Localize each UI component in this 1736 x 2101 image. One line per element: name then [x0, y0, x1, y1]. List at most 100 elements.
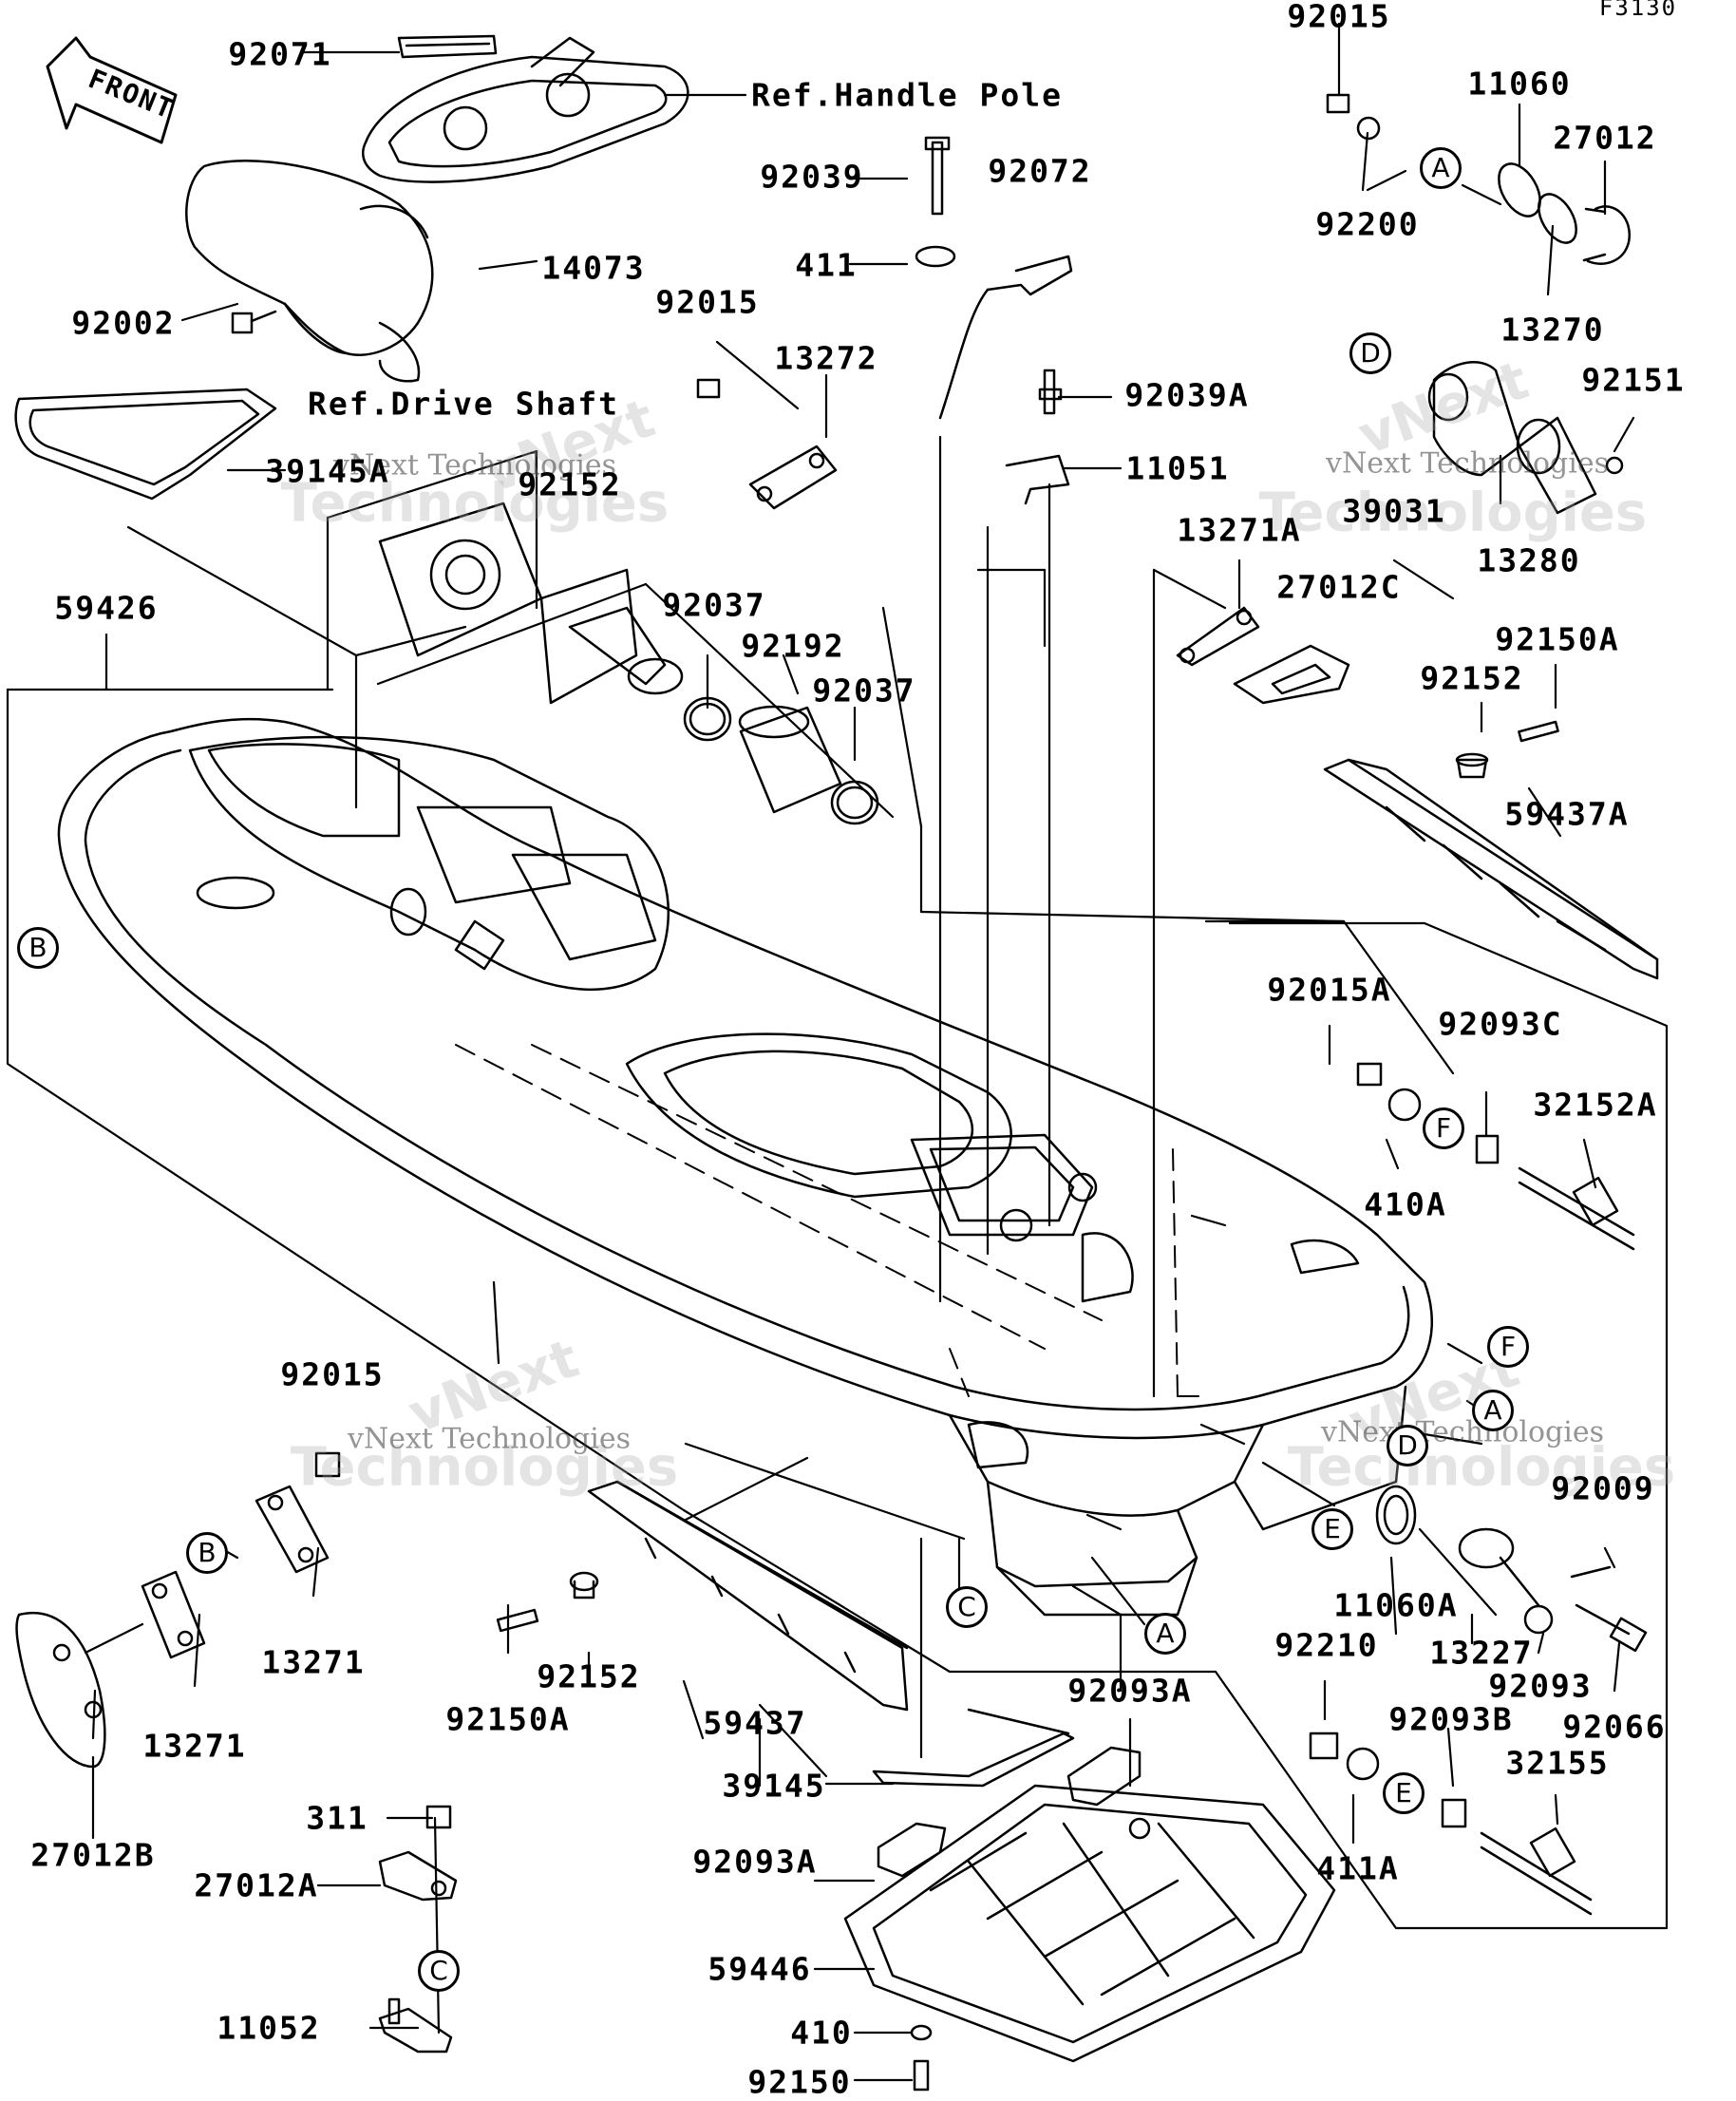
- part-92192-hose: [738, 705, 842, 814]
- label-11051: 11051: [1125, 449, 1230, 487]
- callout-e-lower: E: [1383, 1772, 1425, 1814]
- part-311-nut: [425, 1805, 452, 1829]
- part-92009-screw: [1570, 1565, 1612, 1579]
- front-label: FRONT: [84, 63, 179, 126]
- callout-b-lower: B: [186, 1532, 228, 1574]
- label-13271-a: 13271: [261, 1643, 366, 1681]
- callout-a-mid: A: [1472, 1390, 1514, 1431]
- label-92192: 92192: [741, 627, 845, 665]
- label-411A: 411A: [1316, 1849, 1400, 1887]
- part-11051-bracket: [1005, 454, 1070, 505]
- callout-e-mid: E: [1311, 1508, 1353, 1550]
- part-92093b-seal: [1441, 1798, 1467, 1828]
- hull-dashed-lines: [455, 1044, 1207, 1397]
- callout-a-top: A: [1420, 147, 1462, 189]
- part-92015-nut-left: [314, 1451, 341, 1478]
- part-13272-plate: [748, 445, 838, 510]
- part-39145-gasket: [872, 1708, 1075, 1788]
- label-92151: 92151: [1581, 361, 1686, 399]
- part-handle-pole-cover: [362, 36, 689, 183]
- part-92150a-bolt-right: [1518, 720, 1559, 743]
- part-27012c-hook: [1233, 644, 1350, 705]
- label-92150A-a: 92150A: [1495, 620, 1620, 658]
- part-92210-nut: [1309, 1732, 1339, 1760]
- part-13227-fitting: [1458, 1527, 1540, 1607]
- part-92072-strap: [938, 255, 1073, 420]
- part-92071-strip: [397, 34, 498, 59]
- part-13271-plate-upper: [255, 1485, 330, 1574]
- part-13271a-plate: [1176, 606, 1260, 667]
- watermark-line-2: vNext Technologies: [1325, 446, 1610, 481]
- callout-f-upper: F: [1423, 1107, 1464, 1149]
- callout-b-left: B: [17, 927, 59, 969]
- label-311: 311: [306, 1799, 368, 1837]
- part-92037-clamp-2: [830, 780, 879, 825]
- label-13227: 13227: [1429, 1634, 1534, 1672]
- label-92039: 92039: [760, 158, 864, 196]
- label-92002: 92002: [71, 304, 176, 342]
- part-92152-collar-right: [1455, 752, 1489, 779]
- part-92093c-seal: [1475, 1134, 1500, 1164]
- part-13270-plate: [1538, 193, 1577, 244]
- callout-a-bottom: A: [1144, 1613, 1186, 1655]
- label-92210: 92210: [1274, 1626, 1379, 1664]
- figure-code: F3130: [1598, 0, 1678, 21]
- label-27012: 27012: [1553, 119, 1657, 157]
- part-27012a-plate: [378, 1850, 458, 1902]
- watermark-big-8: Technologies: [1287, 1436, 1676, 1499]
- hull-deck: [188, 735, 1360, 1469]
- part-92150-bolt-bottom: [913, 2059, 930, 2092]
- label-92150A-b: 92150A: [445, 1700, 571, 1738]
- front-arrow-shape: [46, 36, 178, 144]
- label-32155: 32155: [1505, 1744, 1610, 1782]
- label-92039A: 92039A: [1124, 376, 1250, 414]
- callout-d-mid: D: [1387, 1425, 1428, 1467]
- part-92066-bolt: [1575, 1603, 1648, 1653]
- part-92015-nut-upper: [696, 378, 721, 399]
- label-59437A: 59437A: [1504, 795, 1630, 833]
- label-13280: 13280: [1477, 541, 1581, 579]
- label-39145: 39145: [722, 1767, 826, 1805]
- leader-lines: [6, 22, 1669, 2082]
- part-32152a-shaft: [1518, 1166, 1635, 1251]
- label-92152-a: 92152: [518, 465, 622, 503]
- part-92039-bolt: [924, 136, 951, 216]
- label-27012C: 27012C: [1276, 568, 1402, 606]
- part-92015-nut-top-right: [1326, 93, 1350, 114]
- label-39031: 39031: [1342, 492, 1446, 530]
- part-11060a-gasket: [1375, 1485, 1417, 1545]
- label-13270: 13270: [1500, 311, 1605, 349]
- part-59446-grate: [843, 1784, 1336, 2063]
- label-92150: 92150: [747, 2063, 852, 2101]
- watermark-big-4: Technologies: [1258, 482, 1648, 544]
- part-92037-clamp-1: [683, 696, 732, 742]
- label-92093B: 92093B: [1388, 1700, 1514, 1738]
- label-11060A: 11060A: [1333, 1586, 1459, 1624]
- label-27012A: 27012A: [194, 1866, 319, 1904]
- label-13271A: 13271A: [1177, 511, 1302, 549]
- watermark-line-4: vNext Technologies: [1320, 1415, 1605, 1449]
- label-39145A: 39145A: [265, 452, 390, 490]
- label-13271-b: 13271: [142, 1727, 247, 1765]
- part-411a-washer: [1346, 1747, 1380, 1781]
- label-92015-a: 92015: [655, 283, 760, 321]
- part-11052-bracket: [378, 1997, 453, 2054]
- callout-c-lower: C: [418, 1950, 460, 1992]
- part-32155-shaft: [1480, 1827, 1593, 1916]
- label-92093C: 92093C: [1438, 1005, 1563, 1043]
- label-92152-b: 92152: [1420, 659, 1524, 697]
- label-92200: 92200: [1315, 205, 1420, 243]
- label-11052: 11052: [217, 2009, 321, 2047]
- label-32152A: 32152A: [1533, 1086, 1658, 1124]
- part-27012-ubolt: [1582, 205, 1632, 265]
- part-92152-collar-left: [569, 1571, 599, 1599]
- part-13271-plate-lower: [141, 1570, 206, 1659]
- label-92066: 92066: [1562, 1708, 1667, 1746]
- part-92093-washer: [1523, 1604, 1554, 1635]
- label-92037-b: 92037: [812, 672, 916, 710]
- part-39031-pipe: [1427, 361, 1521, 477]
- part-92200-washer: [1356, 116, 1381, 141]
- label-411: 411: [795, 246, 858, 284]
